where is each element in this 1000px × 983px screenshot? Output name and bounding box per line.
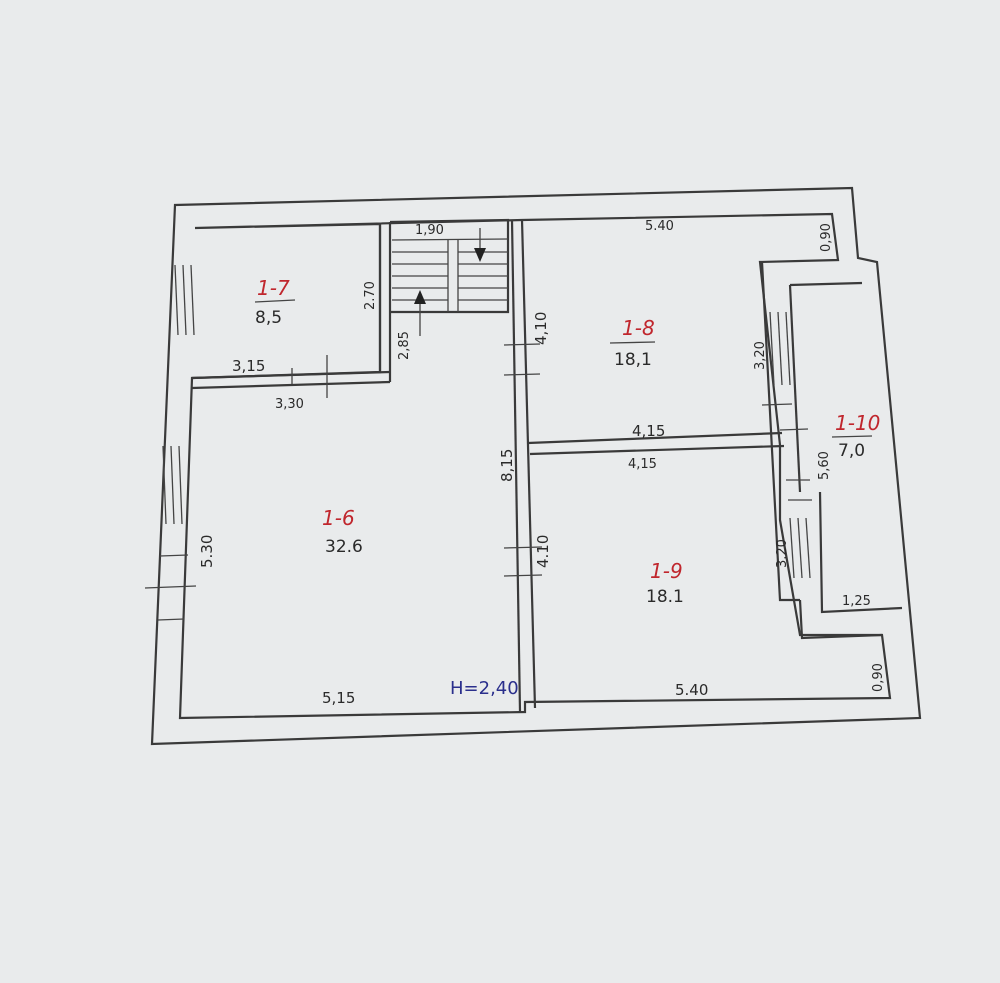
center-wall-right: [520, 219, 537, 709]
tick-center-1: [503, 343, 541, 346]
dim-bottom-right: 5.40: [675, 681, 708, 699]
window-room8: [769, 311, 791, 386]
dim-left-wall: 5.30: [198, 535, 216, 568]
room10-lower-step: [798, 599, 883, 640]
room-1-10-area: 7,0: [838, 441, 865, 461]
tick-r8-1: [761, 403, 793, 406]
room10-left-wall: [789, 281, 863, 287]
room8-right-wall: [760, 261, 800, 602]
room-1-7-area: 8,5: [255, 308, 282, 328]
windows: [162, 264, 812, 579]
partition-lower: [529, 444, 785, 456]
dim-stair-width: 1,90: [415, 223, 444, 238]
room-labels: 1-7 8,5 1-6 32.6 1-8 18,1 1-9 18.1 1-10 …: [255, 276, 880, 607]
ceiling-height: H=2,40: [450, 678, 519, 699]
room-1-9-id: 1-9: [650, 559, 683, 583]
room-1-8-area: 18,1: [614, 350, 652, 370]
partition-upper: [527, 431, 783, 445]
dim-center-wall: 8,15: [498, 449, 516, 482]
dim-room9-window: 3.20: [775, 539, 790, 568]
room-1-6-id: 1-6: [322, 506, 355, 530]
window-room9: [789, 517, 811, 579]
tick-left-3: [159, 554, 189, 557]
outer-wall-outline: [150, 186, 922, 746]
room-1-10-id: 1-10: [835, 411, 880, 435]
dim-top-right-corner: 0,90: [819, 223, 834, 252]
tick-center-3: [503, 546, 543, 549]
dim-bottom-right-corner: 0,90: [871, 663, 886, 692]
room7-bottom-wall: [191, 370, 391, 380]
dim-top-right: 5.40: [645, 219, 674, 234]
room-1-9-area: 18.1: [646, 587, 684, 607]
window-left-lower: [162, 445, 183, 525]
stair-outline: [389, 218, 510, 314]
room7-bottom-wall-outer: [191, 380, 391, 390]
dim-room8-window: 3,20: [753, 341, 768, 370]
dim-room7-width: 3,15: [232, 357, 265, 375]
tick-left: [144, 585, 197, 589]
window-room10: [786, 479, 812, 501]
interior-walls: [191, 218, 903, 713]
dim-stair-length: 2,85: [397, 331, 412, 360]
room-1-8-id: 1-8: [622, 316, 655, 340]
dim-room10-length: 5,60: [817, 451, 832, 480]
dim-partition-lower: 4,15: [628, 457, 657, 472]
room10-bottom-step: [818, 491, 903, 614]
dim-room10-step: 1,25: [842, 594, 871, 609]
tick-center-4: [503, 574, 543, 577]
area-dividers: [254, 299, 873, 438]
dim-room7-height: 2.70: [363, 281, 378, 310]
dim-partition-upper: 4,15: [632, 422, 665, 440]
arrow-up-icon: [414, 290, 426, 304]
arrow-down-icon: [474, 248, 486, 262]
dim-corridor-width: 3,30: [275, 397, 304, 412]
room-1-7-id: 1-7: [257, 276, 290, 300]
tick-center-2: [503, 373, 541, 376]
room10-left-wall-v: [788, 284, 802, 493]
tick-r9-1: [779, 428, 809, 431]
dim-bottom-left: 5,15: [322, 689, 355, 707]
stair-arrows: [414, 228, 486, 336]
window-left-upper: [174, 264, 195, 336]
tick-marks: [144, 343, 809, 621]
dim-wall-upper: 4,10: [532, 312, 550, 345]
dim-wall-lower: 4.10: [534, 535, 552, 568]
room-1-6-area: 32.6: [325, 537, 363, 557]
dimension-labels: 1,90 5.40 0,90 2.70 3,15 3,30 2,85 4,10 …: [198, 219, 886, 707]
center-wall-left: [510, 219, 522, 713]
tick-left-2: [157, 618, 185, 621]
